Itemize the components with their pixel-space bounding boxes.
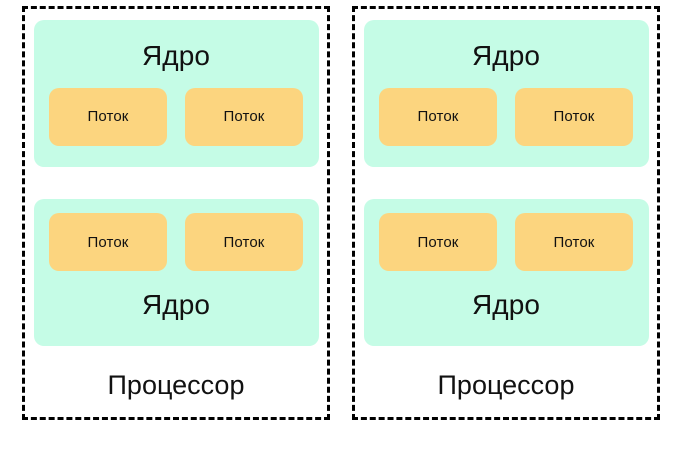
thread-label: Поток	[223, 233, 265, 251]
thread-block: Поток	[185, 213, 303, 271]
core-label: Ядро	[141, 40, 211, 71]
thread-row: Поток Поток	[49, 213, 303, 271]
thread-label: Поток	[553, 233, 595, 251]
thread-row: Поток Поток	[49, 87, 303, 146]
thread-label: Поток	[87, 233, 129, 251]
core-label: Ядро	[471, 289, 541, 320]
thread-block: Поток	[379, 87, 497, 146]
thread-block: Поток	[185, 87, 303, 146]
thread-label: Поток	[417, 233, 459, 251]
thread-block: Поток	[49, 87, 167, 146]
core-label: Ядро	[471, 40, 541, 71]
core-block: Поток Поток Ядро	[33, 199, 319, 346]
thread-row: Поток Поток	[379, 213, 633, 271]
processor-block: Ядро Поток Поток Поток Поток Ядро	[352, 6, 660, 420]
thread-block: Поток	[515, 87, 633, 146]
thread-label: Поток	[87, 108, 129, 126]
core-block: Поток Поток Ядро	[363, 199, 649, 346]
thread-block: Поток	[49, 213, 167, 271]
processor-label: Процессор	[107, 370, 245, 401]
processor-label: Процессор	[437, 370, 575, 401]
core-block: Ядро Поток Поток	[33, 20, 319, 167]
core-label: Ядро	[141, 289, 211, 320]
thread-block: Поток	[515, 213, 633, 271]
processor-block: Ядро Поток Поток Поток Поток Ядро	[22, 6, 330, 420]
thread-label: Поток	[553, 108, 595, 126]
thread-block: Поток	[379, 213, 497, 271]
thread-label: Поток	[223, 108, 265, 126]
thread-label: Поток	[417, 108, 459, 126]
thread-row: Поток Поток	[379, 87, 633, 146]
core-block: Ядро Поток Поток	[363, 20, 649, 167]
